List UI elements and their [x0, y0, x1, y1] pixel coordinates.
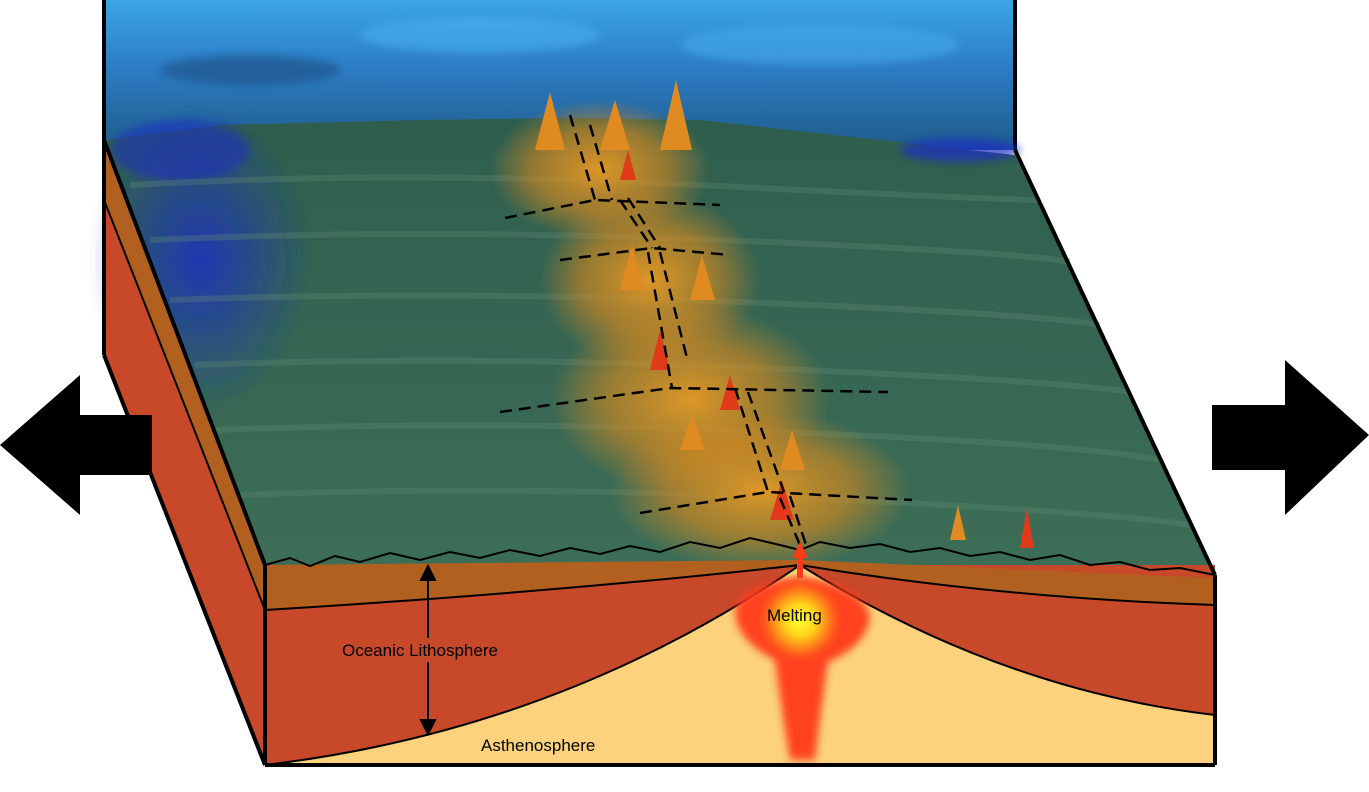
asthenosphere-label: Asthenosphere	[481, 736, 595, 755]
melting-label: Melting	[767, 606, 822, 625]
arrow-right-icon	[1212, 360, 1369, 515]
magma-plume	[735, 542, 870, 760]
arrow-left-icon	[0, 375, 152, 515]
block-left-face	[103, 140, 266, 765]
cross-section	[264, 536, 1216, 766]
asthenosphere-layer	[265, 565, 1215, 765]
fault-lines	[499, 114, 913, 546]
oceanic-lithosphere-label: Oceanic Lithosphere	[342, 641, 498, 660]
ridge-uplift	[490, 80, 1034, 570]
lithosphere-label-bg	[338, 638, 528, 662]
block-outline	[102, 139, 1217, 767]
